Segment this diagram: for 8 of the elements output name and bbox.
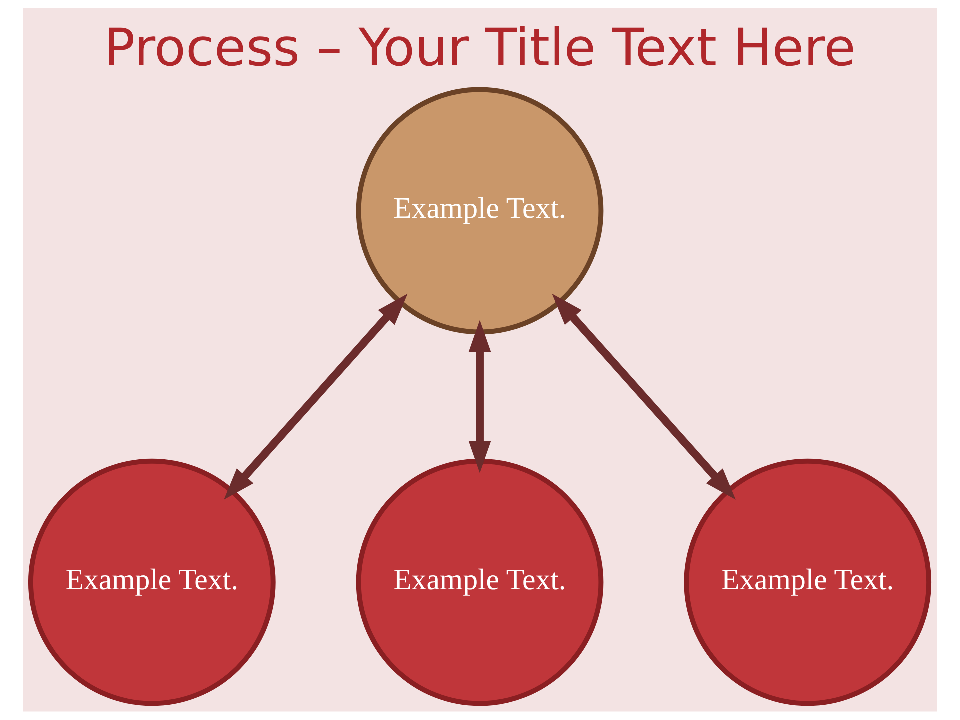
node-circle: Example Text. (28, 458, 276, 706)
arrow (552, 294, 736, 500)
arrow (224, 294, 408, 500)
node-circle: Example Text. (356, 87, 604, 335)
arrow (468, 320, 492, 474)
diagram-title: Process – Your Title Text Here (104, 18, 856, 79)
node-circle: Example Text. (356, 458, 604, 706)
node-circle: Example Text. (684, 458, 932, 706)
